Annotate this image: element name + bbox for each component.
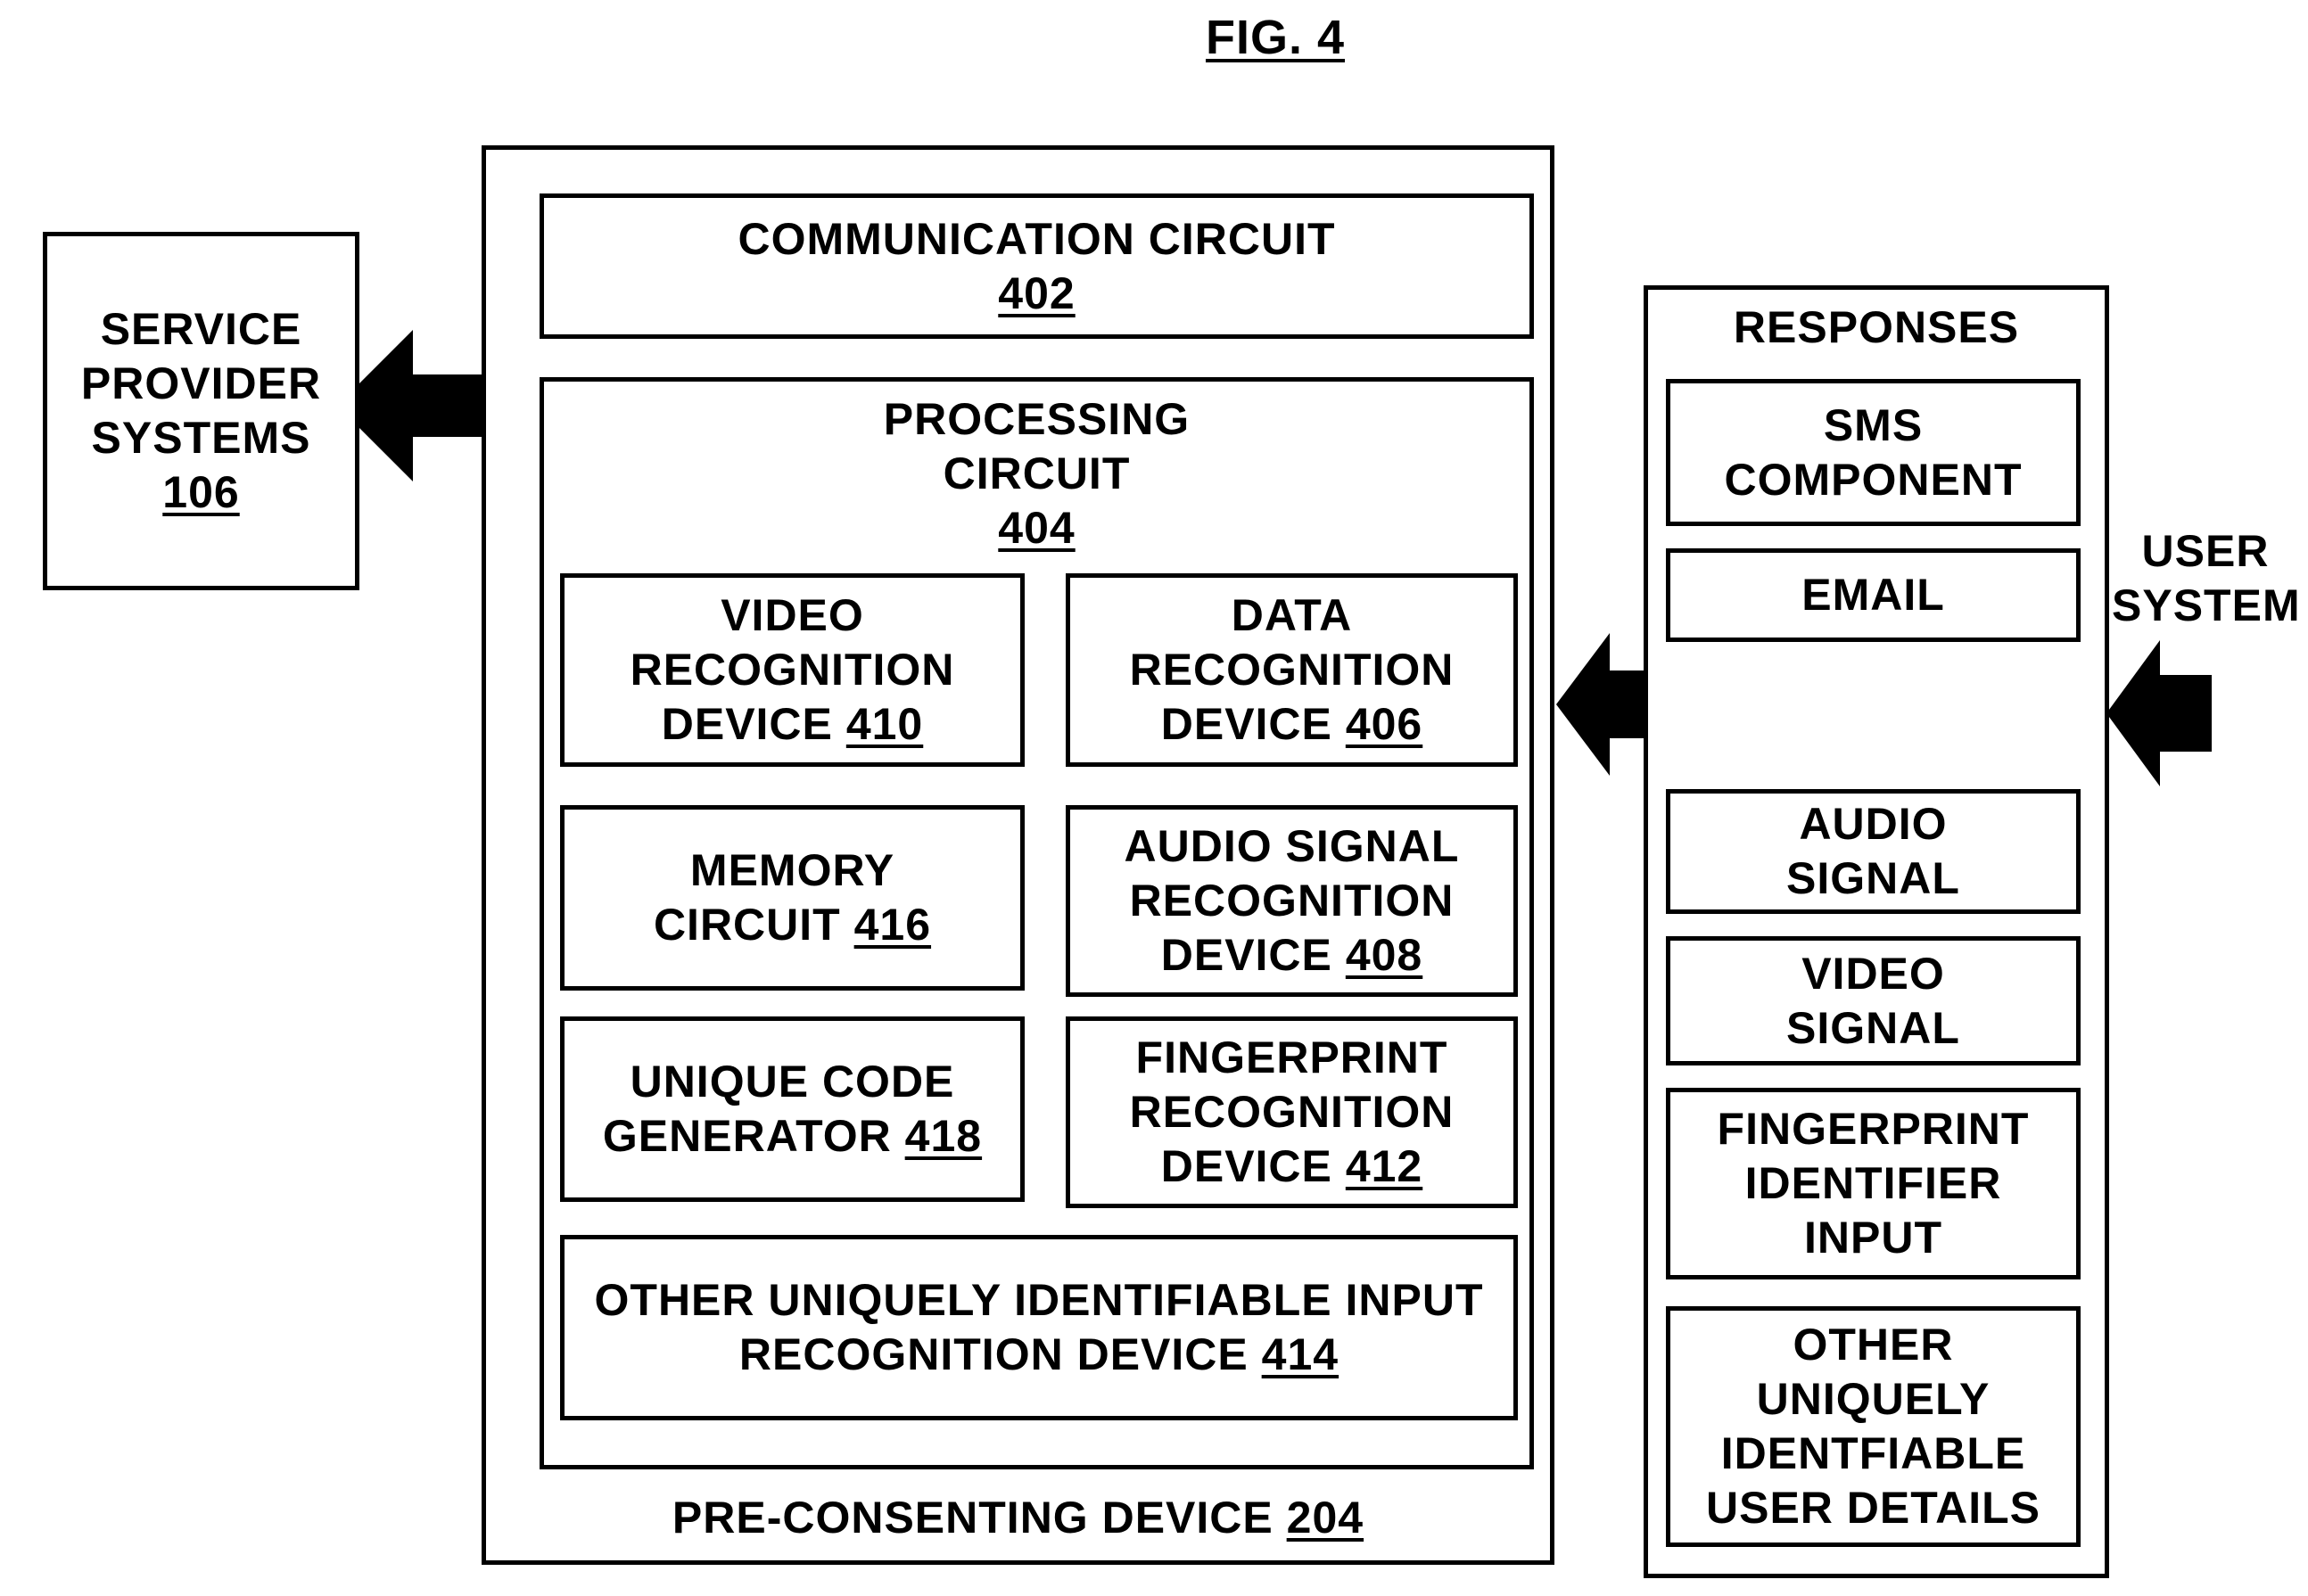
memory-circuit-box: MEMORY CIRCUIT 416 <box>560 805 1025 991</box>
sms-component-box: SMS COMPONENT <box>1666 379 2081 526</box>
service-provider-line-2: PROVIDER <box>81 357 321 411</box>
email-box: EMAIL <box>1666 548 2081 642</box>
video-recognition-device-box: VIDEO RECOGNITION DEVICE 410 <box>560 573 1025 767</box>
communication-circuit-label: COMMUNICATION CIRCUIT <box>738 212 1336 267</box>
audio-signal-recognition-device-box: AUDIO SIGNAL RECOGNITION DEVICE 408 <box>1066 805 1518 997</box>
fingerprint-identifier-input-box: FINGERPRINT IDENTIFIER INPUT <box>1666 1088 2081 1279</box>
service-provider-line-1: SERVICE <box>101 302 302 357</box>
video-signal-box: VIDEO SIGNAL <box>1666 936 2081 1065</box>
audio-signal-box: AUDIO SIGNAL <box>1666 789 2081 914</box>
other-user-details-box: OTHER UNIQUELY IDENTFIABLE USER DETAILS <box>1666 1306 2081 1547</box>
responses-title: RESPONSES <box>1644 300 2109 355</box>
service-provider-systems-box: SERVICE PROVIDER SYSTEMS 106 <box>43 232 359 590</box>
processing-circuit-label: PROCESSING CIRCUIT 404 <box>540 392 1534 555</box>
data-recognition-device-box: DATA RECOGNITION DEVICE 406 <box>1066 573 1518 767</box>
service-provider-ref: 106 <box>162 465 239 520</box>
fingerprint-recognition-device-box: FINGERPRINT RECOGNITION DEVICE 412 <box>1066 1016 1518 1208</box>
unique-code-generator-box: UNIQUE CODE GENERATOR 418 <box>560 1016 1025 1202</box>
other-input-recognition-device-box: OTHER UNIQUELY IDENTIFIABLE INPUT RECOGN… <box>560 1235 1518 1420</box>
communication-circuit-box: COMMUNICATION CIRCUIT 402 <box>540 193 1534 339</box>
user-system-to-responses-arrow <box>2106 640 2212 786</box>
pre-consenting-device-label: PRE-CONSENTING DEVICE 204 <box>482 1491 1554 1545</box>
user-system-label: USER SYSTEM <box>2112 524 2299 633</box>
communication-circuit-ref: 402 <box>998 267 1075 321</box>
service-provider-line-3: SYSTEMS <box>92 411 311 465</box>
